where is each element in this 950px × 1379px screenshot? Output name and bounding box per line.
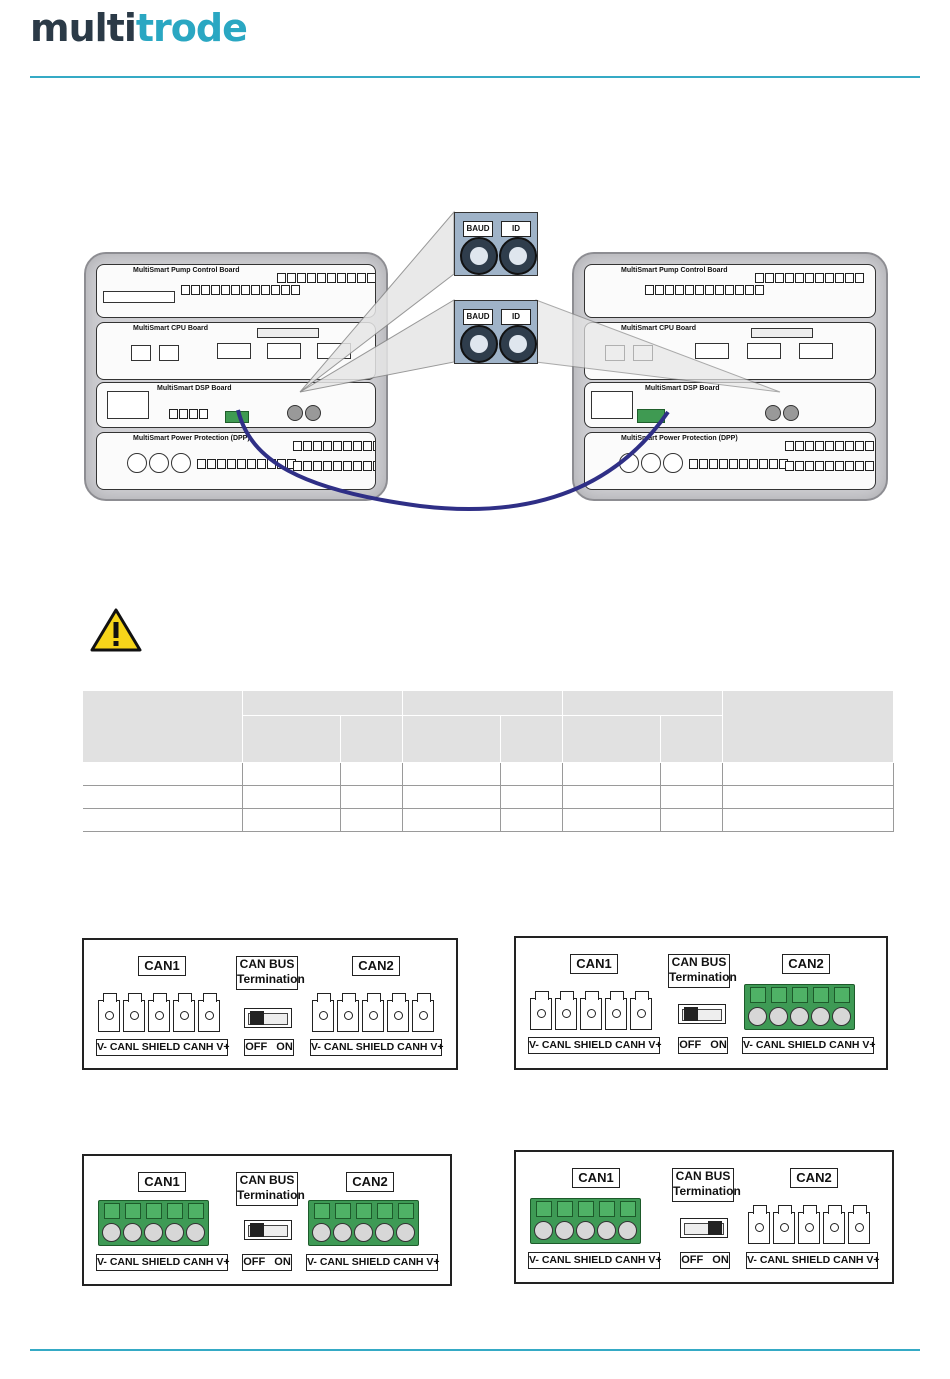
can2-connector-plugged xyxy=(308,1200,419,1246)
board-name: MultiSmart CPU Board xyxy=(133,325,209,332)
id-dial-icon xyxy=(499,237,537,275)
termination-switch xyxy=(244,1220,292,1240)
board-name: MultiSmart Pump Control Board xyxy=(621,267,728,274)
termination-switch xyxy=(244,1008,292,1028)
termination-switch xyxy=(680,1218,728,1238)
board-name: MultiSmart Power Protection (DPP) xyxy=(133,435,250,442)
can1-connector-plugged xyxy=(530,1198,641,1244)
can1-label: CAN1 xyxy=(572,1168,620,1188)
bus-line1: CAN BUS xyxy=(675,1169,731,1183)
bus-line2: Termination xyxy=(237,1188,305,1202)
can1-pin-labels: V- CANL SHIELD CANH V+ xyxy=(528,1252,662,1269)
bus-line1: CAN BUS xyxy=(239,957,295,971)
footer-rule xyxy=(30,1349,920,1351)
table-header-cell xyxy=(402,690,563,716)
right-rack: MultiSmart Pump Control Board MultiSmart… xyxy=(572,252,888,501)
table-header-cell xyxy=(82,690,243,763)
off-on-label: OFF ON xyxy=(242,1254,292,1271)
can-cable xyxy=(236,409,670,512)
can1-pin-labels: V- CANL SHIELD CANH V+ xyxy=(96,1254,230,1271)
can-panel-3: CAN1 CAN BUS Termination CAN2 V- CANL SH… xyxy=(82,1154,452,1286)
can2-pin-labels: V- CANL SHIELD CANH V+ xyxy=(742,1037,876,1054)
can-bus-termination-label: CAN BUS Termination xyxy=(236,956,305,990)
id-label: ID xyxy=(501,309,531,325)
can1-connector xyxy=(98,988,220,1032)
can1-label: CAN1 xyxy=(570,954,618,974)
bus-line1: CAN BUS xyxy=(239,1173,295,1187)
bus-line2: Termination xyxy=(673,1184,741,1198)
can-panel-4: CAN1 CAN BUS Termination CAN2 V- CANL SH… xyxy=(514,1150,894,1284)
can2-pin-labels: V- CANL SHIELD CANH V+ xyxy=(746,1252,880,1269)
table-header-cell xyxy=(562,690,723,716)
bus-line2: Termination xyxy=(669,970,737,984)
table-subheader-cell xyxy=(340,715,403,763)
header-rule xyxy=(30,76,920,78)
baud-id-callout-bottom: BAUD ID xyxy=(454,300,538,364)
id-dial-icon xyxy=(499,325,537,363)
cpu-board: MultiSmart CPU Board xyxy=(96,322,376,380)
can2-pin-labels: V- CANL SHIELD CANH V+ xyxy=(306,1254,440,1271)
baud-dial-icon xyxy=(460,325,498,363)
board-name: MultiSmart Pump Control Board xyxy=(133,267,240,274)
can2-connector xyxy=(748,1200,870,1244)
can1-pin-labels: V- CANL SHIELD CANH V+ xyxy=(528,1037,662,1054)
table-row xyxy=(82,785,894,809)
baud-id-callout-top: BAUD ID xyxy=(454,212,538,276)
dsp-board: MultiSmart DSP Board xyxy=(96,382,376,428)
can1-label: CAN1 xyxy=(138,1172,186,1192)
baud-dial-icon xyxy=(460,237,498,275)
warning-icon xyxy=(90,608,142,652)
table-header-cell xyxy=(722,690,894,763)
board-name: MultiSmart DSP Board xyxy=(645,385,720,392)
can1-label: CAN1 xyxy=(138,956,186,976)
settings-table xyxy=(82,690,894,832)
board-name: MultiSmart CPU Board xyxy=(621,325,697,332)
logo-multi: multi xyxy=(30,6,137,50)
baud-label: BAUD xyxy=(463,309,493,325)
pump-control-board: MultiSmart Pump Control Board xyxy=(96,264,376,318)
can2-connector-plugged xyxy=(744,984,855,1030)
id-label: ID xyxy=(501,221,531,237)
off-on-label: OFF ON xyxy=(244,1039,294,1056)
can2-label: CAN2 xyxy=(790,1168,838,1188)
bus-line2: Termination xyxy=(237,972,305,986)
dsp-board: MultiSmart DSP Board xyxy=(584,382,876,428)
baud-label: BAUD xyxy=(463,221,493,237)
can-bus-termination-label: CAN BUS Termination xyxy=(668,954,737,988)
table-header-cell xyxy=(242,690,403,716)
table-subheader-cell xyxy=(500,715,563,763)
table-subheader-cell xyxy=(562,715,661,763)
can1-pin-labels: V- CANL SHIELD CANH V+ xyxy=(96,1039,230,1056)
can2-label: CAN2 xyxy=(352,956,400,976)
can1-connector-plugged xyxy=(98,1200,209,1246)
can-panel-1: CAN1 CAN BUS Termination CAN2 V- CANL SH… xyxy=(82,938,458,1070)
board-name: MultiSmart DSP Board xyxy=(157,385,232,392)
zoom-lines-and-cable xyxy=(236,210,781,512)
table-row xyxy=(82,808,894,832)
multitrode-logo: multitrode xyxy=(30,6,248,50)
bus-line1: CAN BUS xyxy=(671,955,727,969)
can2-connector xyxy=(312,988,434,1032)
can-bus-termination-label: CAN BUS Termination xyxy=(236,1172,305,1206)
can2-label: CAN2 xyxy=(346,1172,394,1192)
table-subheader-cell xyxy=(242,715,341,763)
can2-pin-labels: V- CANL SHIELD CANH V+ xyxy=(310,1039,444,1056)
off-on-label: OFF ON xyxy=(678,1037,728,1054)
can2-label: CAN2 xyxy=(782,954,830,974)
table-subheader-cell xyxy=(402,715,501,763)
off-on-label: OFF ON xyxy=(680,1252,730,1269)
can1-connector xyxy=(530,986,652,1030)
table-subheader-cell xyxy=(660,715,723,763)
can-panel-2: CAN1 CAN BUS Termination CAN2 V- CANL SH… xyxy=(514,936,888,1070)
power-protection-board: MultiSmart Power Protection (DPP) xyxy=(96,432,376,490)
logo-trode: trode xyxy=(135,6,248,50)
termination-switch xyxy=(678,1004,726,1024)
board-name: MultiSmart Power Protection (DPP) xyxy=(621,435,738,442)
pump-control-board: MultiSmart Pump Control Board xyxy=(584,264,876,318)
power-protection-board: MultiSmart Power Protection (DPP) xyxy=(584,432,876,490)
can-bus-termination-label: CAN BUS Termination xyxy=(672,1168,741,1202)
table-row xyxy=(82,762,894,786)
